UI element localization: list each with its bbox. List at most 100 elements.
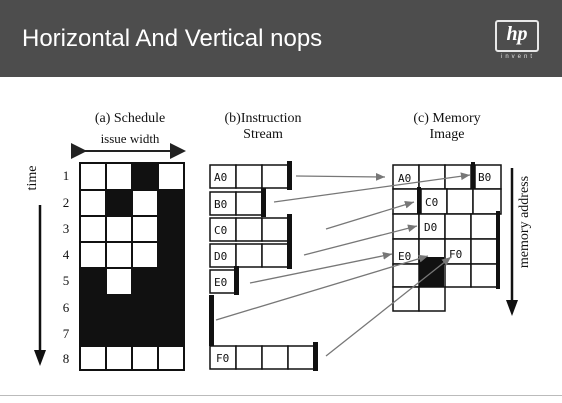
row-number: 7 (63, 326, 70, 341)
memory-label-a0: A0 (398, 172, 411, 185)
schedule-nop-cell (105, 189, 133, 217)
memory-nop-marker (496, 211, 500, 241)
schedule-nop-cell (157, 320, 185, 347)
schedule-op-cell (105, 267, 133, 296)
schedule-op-cell (131, 345, 159, 371)
arrow-d0 (303, 224, 418, 256)
memory-cell (446, 188, 474, 215)
memory-cell (470, 238, 498, 265)
stream-label-a0: A0 (214, 171, 227, 184)
memory-cell (444, 263, 472, 288)
memory-cell (444, 213, 472, 240)
stream-label-b0: B0 (214, 198, 227, 211)
memory-arrowhead (506, 300, 518, 316)
title-bar: Horizontal And Vertical nops hp invent (0, 0, 562, 77)
schedule-nop-cell (105, 294, 133, 322)
arrow-e0 (249, 251, 393, 284)
memory-cell (470, 263, 498, 288)
issue-width-label: issue width (101, 131, 160, 146)
schedule-grid (79, 162, 185, 371)
stream-nop-marker (261, 188, 266, 217)
stream-cell (235, 243, 263, 268)
mapping-arrows (215, 172, 471, 357)
stream-label-e0: E0 (214, 276, 227, 289)
schedule-nop-cell (131, 162, 159, 191)
arrow-f0 (325, 256, 452, 357)
schedule-op-cell (131, 189, 159, 217)
memory-cell (392, 286, 420, 312)
schedule-nop-cell (131, 267, 159, 296)
schedule-op-cell (105, 215, 133, 243)
slide-title: Horizontal And Vertical nops (22, 25, 323, 52)
schedule-op-cell (79, 345, 107, 371)
stream-cell (287, 345, 315, 370)
memory-address-label: memory address (517, 176, 532, 268)
multi-cycle-nop-bar (209, 295, 214, 346)
schedule-op-cell (157, 162, 185, 191)
stream-cell (261, 243, 289, 268)
memory-cell (418, 286, 446, 312)
row-number: 4 (63, 247, 70, 262)
memory-caption-2: Image (430, 127, 465, 142)
schedule-nop-cell (79, 320, 107, 347)
row-number: 2 (63, 195, 70, 210)
schedule-nop-cell (131, 294, 159, 322)
schedule-nop-cell (157, 294, 185, 322)
arrow-a0 (295, 172, 386, 181)
schedule-op-cell (157, 345, 185, 371)
schedule-op-cell (131, 215, 159, 243)
arrow-b0 (273, 172, 471, 203)
memory-label-b0: B0 (478, 171, 491, 184)
memory-nop-marker (471, 162, 475, 190)
schedule-op-cell (79, 189, 107, 217)
row-number: 1 (63, 168, 70, 183)
memory-caption-1: (c) Memory (413, 111, 480, 126)
stream-cell (235, 217, 263, 242)
stream-caption-2: Stream (243, 127, 283, 142)
schedule-op-cell (79, 162, 107, 191)
memory-nop-marker (417, 187, 421, 215)
memory-label-f0: F0 (449, 248, 462, 261)
row-number: 5 (63, 273, 70, 288)
stream-cell (235, 191, 263, 216)
stream-cell (235, 164, 263, 189)
memory-label-c0: C0 (425, 196, 438, 209)
stream-nop-marker (287, 240, 292, 269)
memory-image: A0 B0 C0 D0 E0 F0 (392, 162, 502, 312)
instruction-stream: A0 B0 C0 D0 E0 F0 (209, 161, 318, 371)
schedule-caption: (a) Schedule (95, 111, 165, 126)
memory-cell (392, 263, 420, 288)
memory-cell (474, 164, 502, 190)
stream-cell (235, 345, 263, 370)
stream-nop-marker (313, 342, 318, 371)
schedule-nop-cell (131, 320, 159, 347)
schedule-op-cell (131, 241, 159, 269)
schedule-nop-cell (157, 241, 185, 269)
memory-cell (418, 164, 446, 190)
stream-caption-1: (b)Instruction (225, 111, 302, 126)
schedule-op-cell (105, 241, 133, 269)
time-arrowhead (34, 350, 46, 366)
memory-nop-marker (496, 262, 500, 289)
schedule-op-cell (79, 215, 107, 243)
stream-nop-marker (234, 266, 239, 295)
memory-label-e0: E0 (398, 250, 411, 263)
stream-cell (261, 164, 289, 189)
stream-cell (261, 345, 289, 370)
stream-label-c0: C0 (214, 224, 227, 237)
stream-nop-marker (287, 161, 292, 190)
schedule-nop-cell (157, 267, 185, 296)
schedule-op-cell (105, 162, 133, 191)
row-number: 3 (63, 221, 70, 236)
stream-cell (261, 217, 289, 242)
schedule-op-cell (79, 241, 107, 269)
logo-text: hp (506, 23, 528, 45)
schedule-nop-cell (79, 294, 107, 322)
arrow-nop (215, 254, 429, 321)
time-label: time (25, 166, 40, 191)
row-number: 8 (63, 351, 70, 366)
memory-cell (392, 188, 420, 215)
schedule-nop-cell (157, 215, 185, 243)
